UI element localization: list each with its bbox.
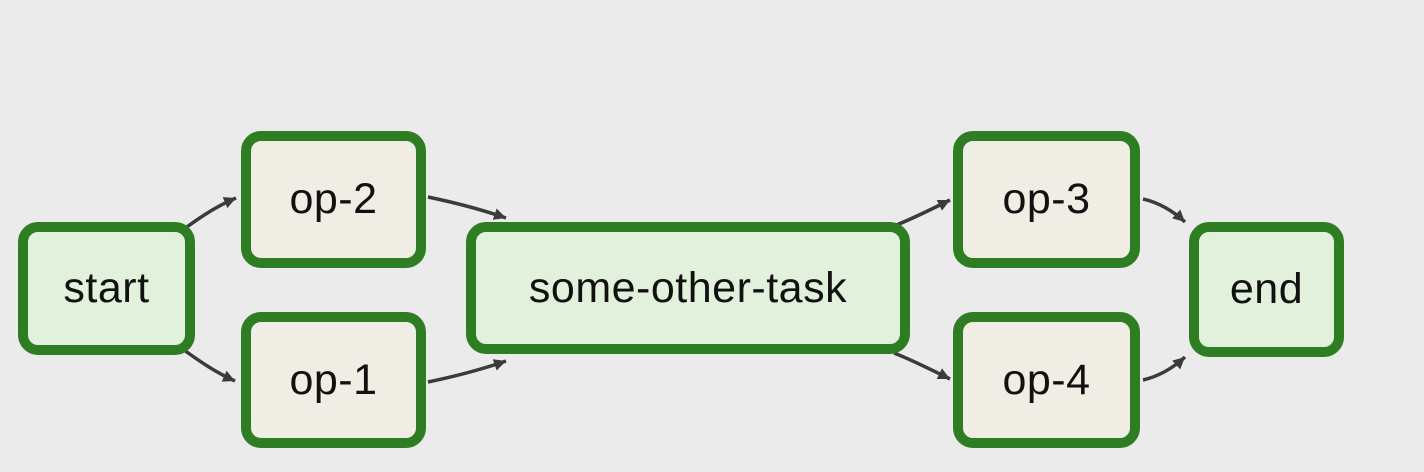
node-op-4: op-4: [953, 312, 1140, 448]
node-op-3: op-3: [953, 131, 1140, 268]
node-end: end: [1189, 222, 1344, 357]
node-some-other-task-label: some-other-task: [528, 263, 848, 312]
edge-op-3-to-end: [1142, 197, 1187, 224]
node-op-2-label: op-2: [289, 175, 378, 223]
node-some-other-task: some-other-task: [466, 222, 910, 354]
node-op-1: op-1: [241, 312, 426, 448]
edge-start-to-op-1: [182, 348, 236, 383]
node-op-4-label: op-4: [1002, 355, 1091, 404]
edge-op-2-to-some-other-task: [427, 195, 507, 220]
node-start-label: start: [63, 264, 150, 312]
node-op-1-label: op-1: [289, 355, 378, 404]
node-op-3-label: op-3: [1002, 175, 1091, 223]
edge-op-1-to-some-other-task: [427, 359, 507, 384]
edge-some-other-task-to-op-4: [893, 351, 951, 381]
node-op-2: op-2: [241, 131, 426, 268]
edge-op-4-to-end: [1142, 355, 1187, 382]
node-start: start: [18, 222, 195, 355]
edge-start-to-op-2: [182, 196, 237, 231]
edge-some-other-task-to-op-3: [893, 198, 951, 228]
node-end-label: end: [1229, 265, 1304, 313]
